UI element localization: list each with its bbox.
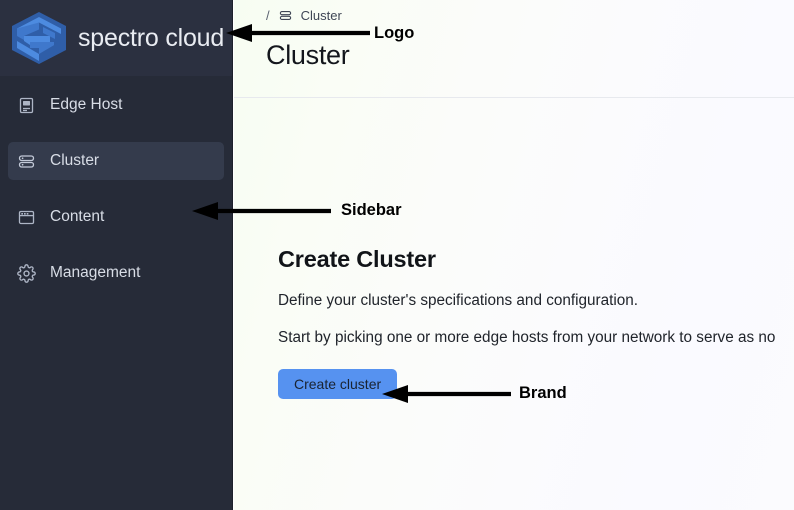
- brand-header[interactable]: spectro cloud: [0, 0, 232, 76]
- topbar: / Cluster Cluster: [234, 0, 794, 98]
- sidebar-item-label: Edge Host: [50, 96, 123, 113]
- sidebar-item-content[interactable]: Content: [8, 198, 224, 236]
- sidebar-item-label: Content: [50, 208, 105, 225]
- description-line-2: Start by picking one or more edge hosts …: [278, 329, 776, 346]
- sidebar-item-label: Management: [50, 264, 141, 281]
- description-line-1: Define your cluster's specifications and…: [278, 292, 639, 309]
- breadcrumb-item-cluster[interactable]: Cluster: [300, 8, 342, 23]
- sidebar-nav: Edge Host Cluster: [0, 76, 232, 292]
- sidebar-item-label: Cluster: [50, 152, 100, 169]
- stacked-servers-icon: [278, 8, 293, 23]
- content-area: Create Cluster Define your cluster's spe…: [234, 98, 794, 399]
- annotation-label-sidebar: Sidebar: [341, 201, 402, 219]
- sidebar-item-cluster[interactable]: Cluster: [8, 142, 224, 180]
- create-cluster-heading: Create Cluster: [278, 246, 436, 272]
- sidebar: spectro cloud Edge Host: [0, 0, 233, 510]
- main-panel: / Cluster Cluster Create Cluster Define …: [234, 0, 794, 510]
- spectro-cloud-logo-icon: [8, 10, 70, 66]
- sidebar-item-edge-host[interactable]: Edge Host: [8, 86, 224, 124]
- server-device-icon: [16, 95, 36, 115]
- breadcrumb-separator: /: [266, 8, 270, 23]
- create-cluster-button[interactable]: Create cluster: [278, 369, 398, 399]
- breadcrumb: / Cluster: [234, 0, 794, 26]
- gear-icon: [16, 263, 36, 283]
- stacked-servers-icon: [16, 151, 36, 171]
- page-title: Cluster: [266, 40, 350, 70]
- brand-name: spectro cloud: [78, 23, 225, 52]
- annotation-label-brand: Brand: [519, 384, 567, 402]
- sidebar-item-management[interactable]: Management: [8, 254, 224, 292]
- annotation-label-logo: Logo: [374, 24, 415, 42]
- browser-window-icon: [16, 207, 36, 227]
